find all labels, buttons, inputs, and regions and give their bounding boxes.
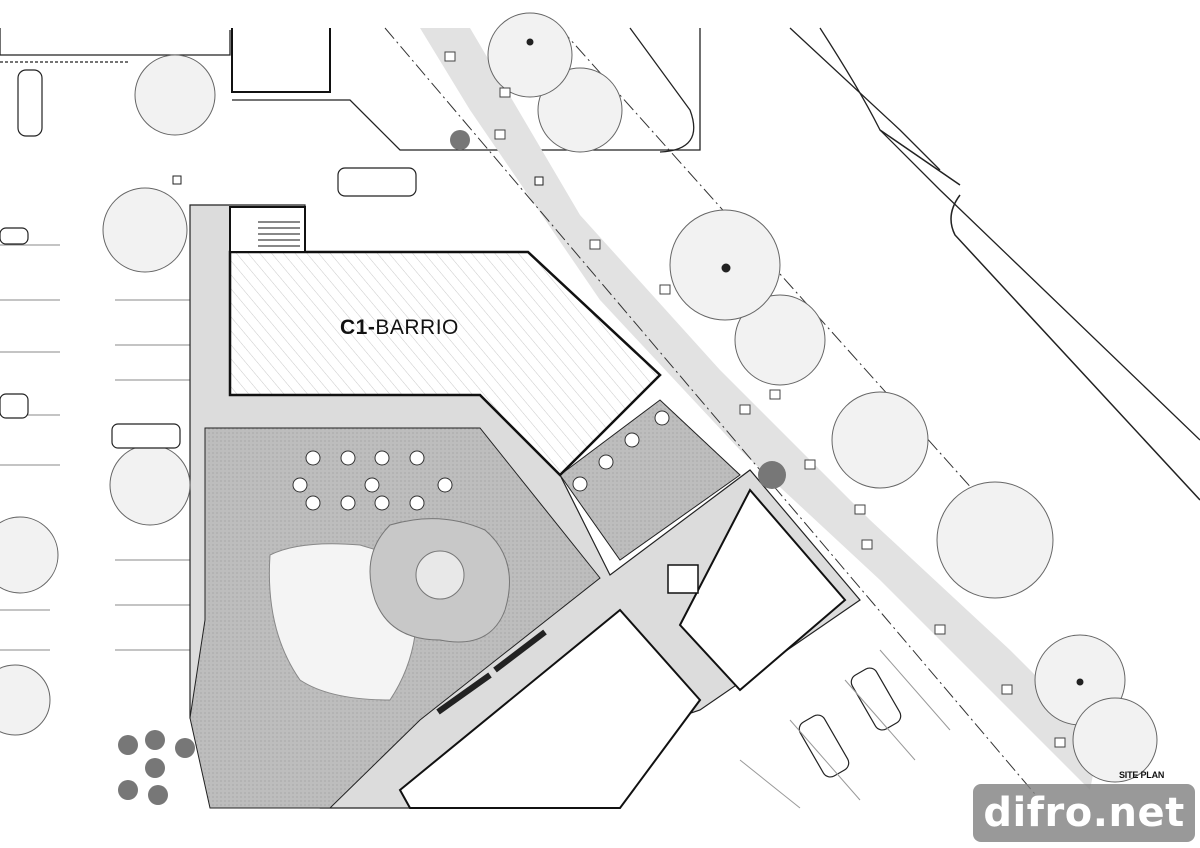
site-markers: [172, 38, 1084, 686]
patio-east: [559, 399, 741, 561]
stair-block: [229, 206, 306, 253]
parking-lot-south-east: [739, 649, 951, 809]
building-label: C1-BARRIO: [340, 316, 459, 340]
landscape-strip: [420, 28, 1100, 790]
building-c1: [228, 250, 662, 477]
building-north-west: [231, 28, 331, 93]
curb-north: [0, 27, 1200, 441]
watermark-text: difro.net: [983, 790, 1185, 836]
kiosk: [667, 564, 699, 594]
watermark: difro.net: [973, 784, 1195, 842]
building-south-east: [678, 488, 847, 692]
cars: [0, 69, 902, 778]
sheet-title: SITE PLAN: [1119, 770, 1165, 780]
street-curb-east: [879, 129, 1200, 501]
palm-tree-plaza: [415, 550, 465, 600]
property-line: [384, 27, 1041, 801]
building-name: BARRIO: [375, 316, 459, 339]
boulders: [444, 51, 1066, 748]
building-code: C1-: [340, 316, 376, 339]
shrubs: [118, 130, 786, 805]
building-south: [398, 608, 702, 809]
picnic-tables: [292, 410, 670, 511]
plaza-benches: [436, 629, 547, 715]
